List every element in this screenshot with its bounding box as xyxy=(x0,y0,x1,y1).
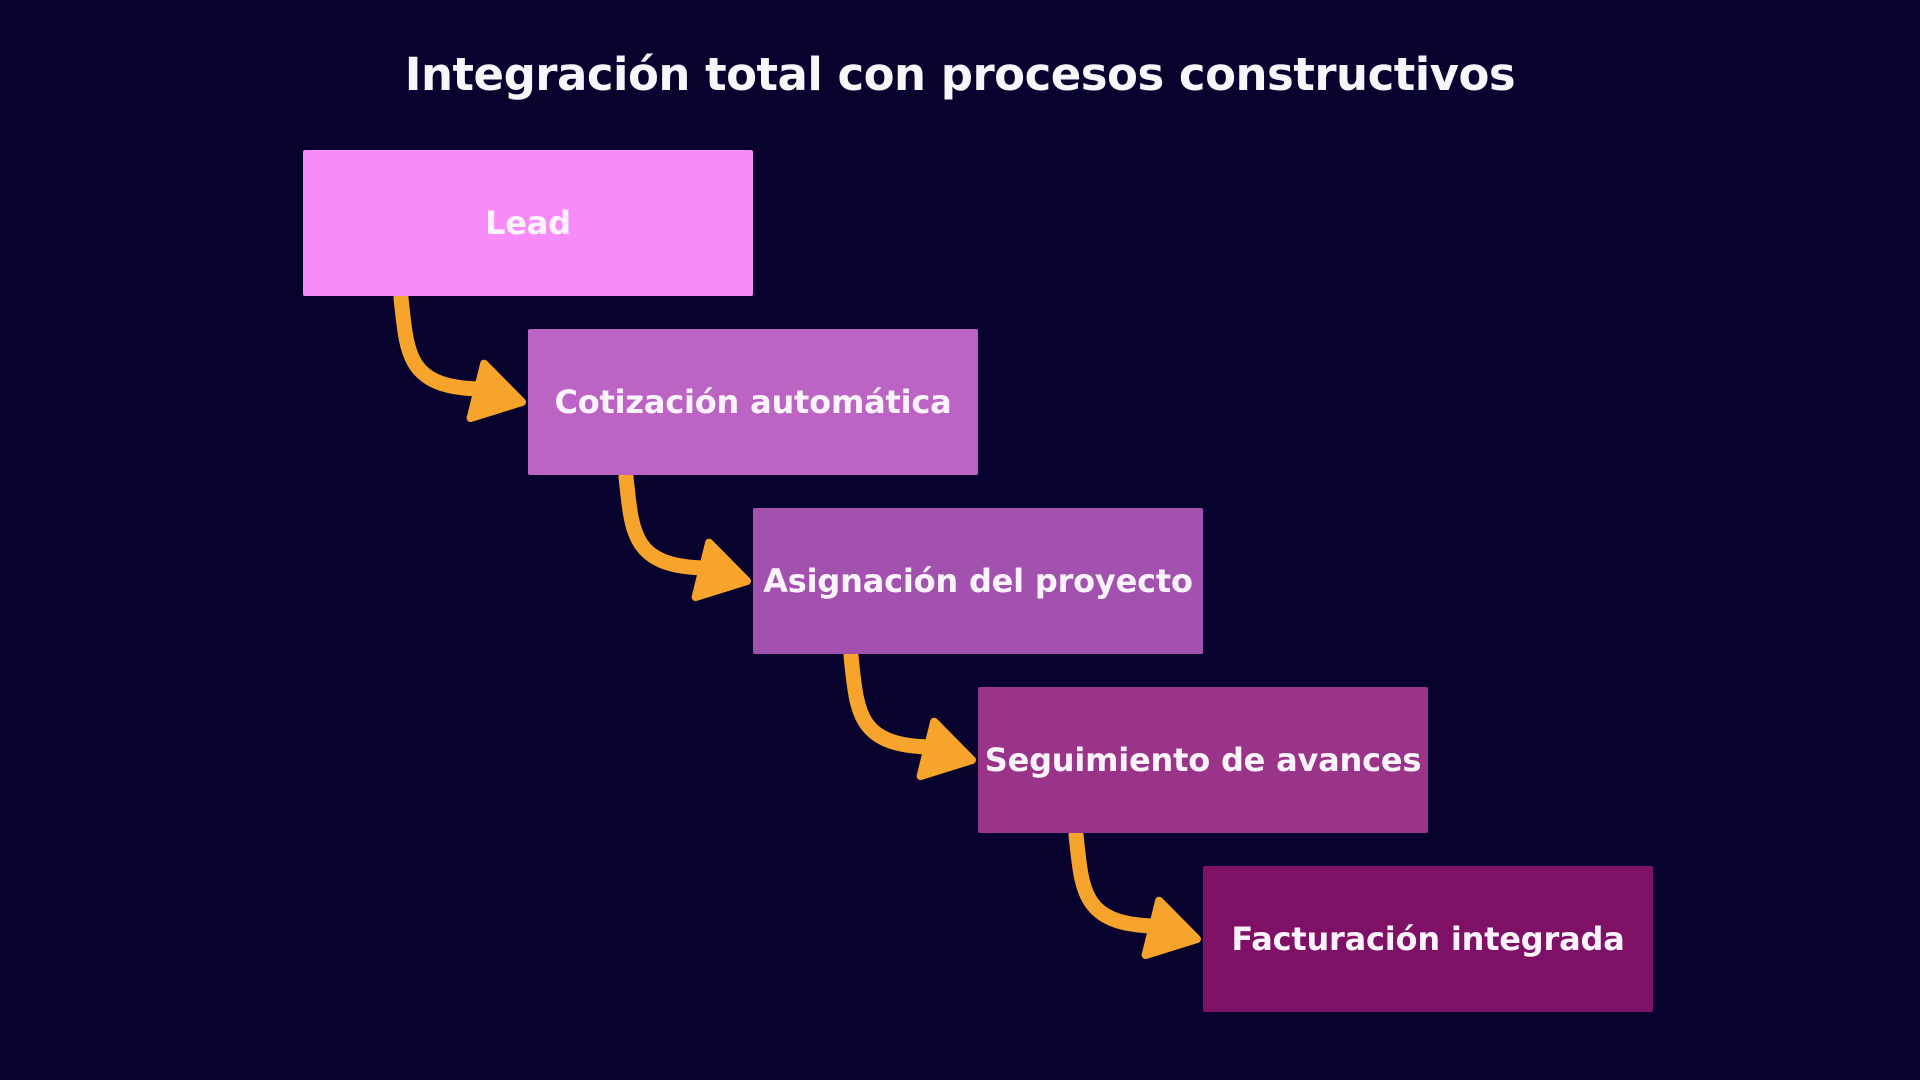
flow-step-label: Facturación integrada xyxy=(1231,920,1625,958)
flow-step-1: Lead xyxy=(303,150,753,296)
curved-arrow-icon xyxy=(393,290,483,397)
flow-step-label: Asignación del proyecto xyxy=(763,562,1193,600)
flow-step-4: Seguimiento de avances xyxy=(978,687,1428,833)
arrowhead-icon xyxy=(1141,896,1201,960)
flow-step-3: Asignación del proyecto xyxy=(753,508,1203,654)
arrowhead-icon xyxy=(691,538,751,602)
flow-step-2: Cotización automática xyxy=(528,329,978,475)
flow-step-label: Seguimiento de avances xyxy=(984,741,1422,779)
arrowhead-icon xyxy=(916,717,976,781)
flow-step-5: Facturación integrada xyxy=(1203,866,1653,1012)
arrowhead-icon xyxy=(466,359,526,423)
curved-arrow-icon xyxy=(843,648,933,755)
curved-arrow-icon xyxy=(618,469,708,576)
curved-arrow-icon xyxy=(1068,827,1158,934)
flow-step-label: Lead xyxy=(485,204,571,242)
page-title: Integración total con procesos construct… xyxy=(404,48,1516,101)
flow-step-label: Cotización automática xyxy=(554,383,952,421)
